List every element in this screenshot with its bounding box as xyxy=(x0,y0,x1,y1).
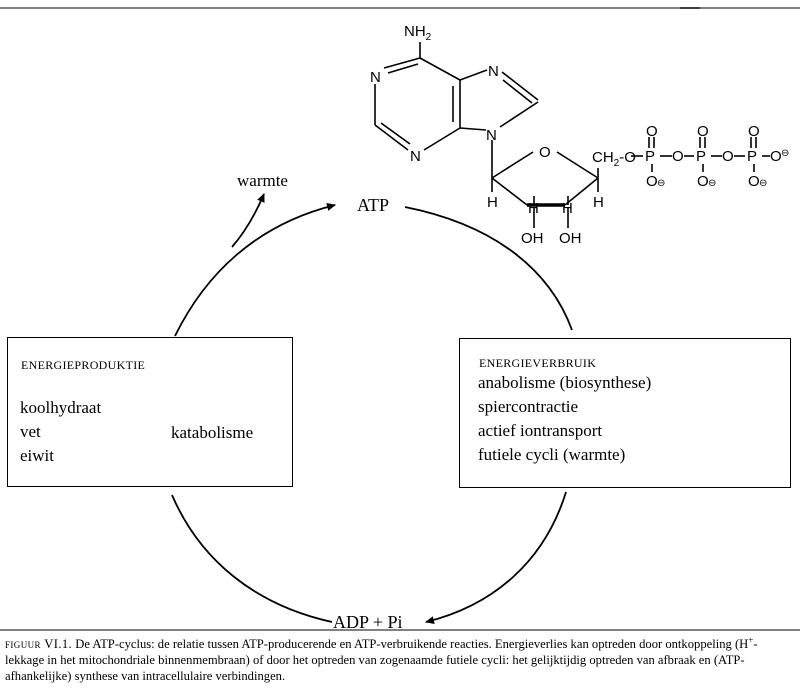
atom-p2: P xyxy=(696,148,706,165)
bond-c6-n1 xyxy=(383,57,421,69)
adp-pi-label: ADP + Pi xyxy=(333,612,403,632)
atom-p1: P xyxy=(645,148,655,165)
energy-production-box: ENERGIEPRODUKTIE koolhydraat vet eiwit k… xyxy=(7,337,293,487)
bond-c8-n9 xyxy=(499,101,539,128)
atom-o-double2: O xyxy=(697,123,709,140)
atom-p3: P xyxy=(747,148,757,165)
charge-terminal: ⊖ xyxy=(781,148,789,159)
atom-n3: N xyxy=(410,148,421,165)
energy-consumption-box: ENERGIEVERBRUIK anabolisme (biosynthese)… xyxy=(459,338,791,488)
hydroxyl-2: OH xyxy=(521,230,544,247)
atom-o-terminal: O xyxy=(770,148,782,165)
atom-h1: H xyxy=(487,194,498,211)
atom-o-minus3: O xyxy=(748,173,760,190)
arc-production-to-atp xyxy=(174,203,336,337)
production-item-carbohydrate: koolhydraat xyxy=(20,398,102,417)
bond-c5-n7 xyxy=(459,69,488,81)
amino-label: NH2 xyxy=(404,23,432,43)
ch2-group: CH2‑O xyxy=(592,149,636,169)
atom-o4: O xyxy=(539,144,551,161)
arrow-to-heat xyxy=(231,193,265,248)
charge-1: ⊖ xyxy=(657,178,665,189)
consumption-item-futile: futiele cycli (warmte) xyxy=(478,445,626,464)
bond-c6-n1-double xyxy=(387,63,419,74)
production-heading: ENERGIEPRODUKTIE xyxy=(21,358,146,372)
charge-3: ⊖ xyxy=(759,178,767,189)
caption-figure-label: figuur VI.1. xyxy=(5,637,73,652)
figure-caption: figuur VI.1. De ATP-cyclus: de relatie t… xyxy=(5,632,795,684)
heat-label: warmte xyxy=(237,171,288,190)
bond-n7-c8 xyxy=(501,71,539,101)
arc-consumption-to-adp xyxy=(425,491,567,624)
caption-text-2: -lekkage in het mitochondriale binnenmem… xyxy=(5,637,758,684)
bond-n7-c8-double xyxy=(502,79,533,104)
atom-n9: N xyxy=(486,127,497,144)
atom-o-double1: O xyxy=(646,123,658,140)
bond-o4-c4 xyxy=(556,151,599,179)
consumption-item-transport: actief iontransport xyxy=(478,421,603,440)
atom-o-bridge1: O xyxy=(672,148,684,165)
production-item-fat: vet xyxy=(20,422,41,441)
atp-label: ATP xyxy=(357,195,389,215)
caption-text-1: De ATP-cyclus: de relatie tussen ATP-pro… xyxy=(72,637,749,652)
consumption-heading: ENERGIEVERBRUIK xyxy=(479,356,597,370)
atom-o-bridge2: O xyxy=(722,148,734,165)
consumption-item-anabolism: anabolisme (biosynthese) xyxy=(478,373,652,392)
bond-n3-c4 xyxy=(423,127,461,151)
bond-c1-c2 xyxy=(491,177,528,206)
atom-o-double3: O xyxy=(748,123,760,140)
catabolism-label: katabolisme xyxy=(171,423,254,442)
bond-c2-n3-double xyxy=(380,122,411,145)
consumption-item-muscle: spiercontractie xyxy=(478,397,579,416)
arc-adp-to-production xyxy=(171,494,333,623)
atom-n1: N xyxy=(370,69,381,86)
charge-2: ⊖ xyxy=(708,178,716,189)
hydroxyl-3: OH xyxy=(559,230,582,247)
bond-c5-c6 xyxy=(419,57,461,81)
atom-h3: H xyxy=(562,200,573,217)
caption-superscript: + xyxy=(748,635,754,645)
bond-c4-n9 xyxy=(459,127,487,131)
atom-n7: N xyxy=(488,63,499,80)
atom-h4: H xyxy=(593,194,604,211)
bond-c2-n3 xyxy=(374,124,409,151)
atom-o-minus1: O xyxy=(646,173,658,190)
atom-o-minus2: O xyxy=(697,173,709,190)
production-item-protein: eiwit xyxy=(20,446,54,465)
atp-atom-labels: NH2 N N N N O H H H H OH OH CH2‑O P O P … xyxy=(370,23,789,247)
arc-atp-to-consumption xyxy=(404,206,573,331)
atp-structure xyxy=(374,42,770,228)
bond-c3-c4 xyxy=(564,177,599,206)
atom-h2: H xyxy=(528,200,539,217)
bond-c1-o4 xyxy=(491,151,534,179)
